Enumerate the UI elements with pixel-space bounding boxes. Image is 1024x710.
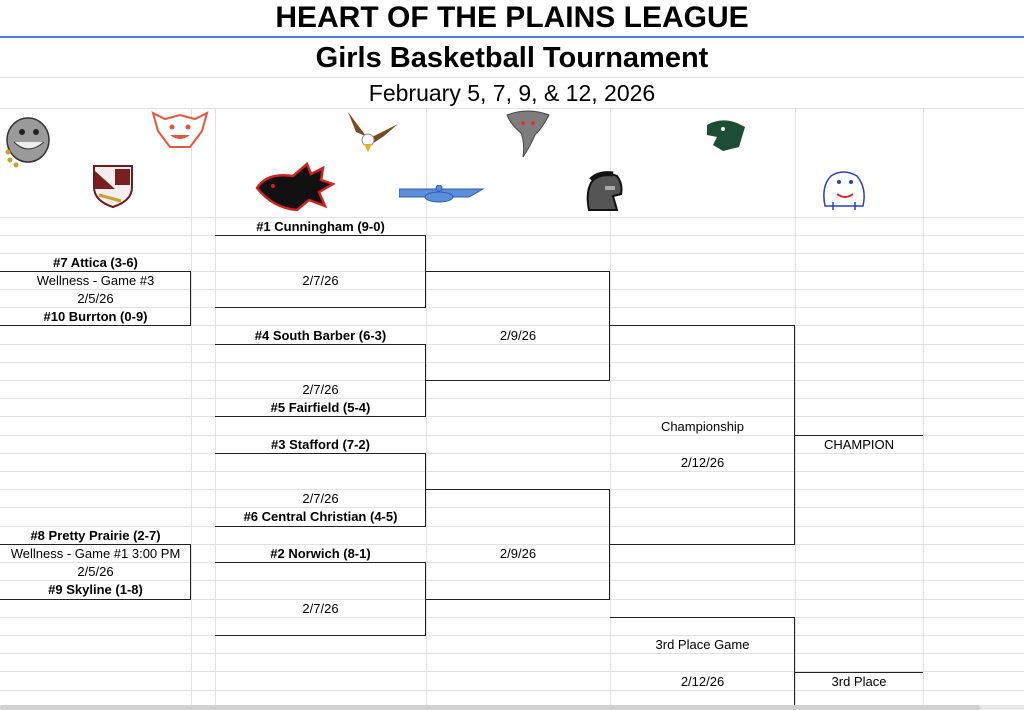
bulldog-gray-icon <box>5 117 50 168</box>
selection-border <box>0 36 1024 38</box>
red-hawk-icon <box>255 162 335 212</box>
team-pretty-prairie: #8 Pretty Prairie (2-7) <box>30 528 161 543</box>
blue-bulldog-icon <box>823 171 865 210</box>
horizontal-scrollbar[interactable] <box>0 705 1024 710</box>
team-south-barber: #4 South Barber (6-3) <box>254 328 387 343</box>
game-date: 2/7/26 <box>302 601 339 616</box>
team-burrton: #10 Burrton (0-9) <box>43 309 148 324</box>
wildcat-orange-icon <box>151 111 209 148</box>
team-skyline: #9 Skyline (1-8) <box>48 582 143 597</box>
third-place-game-label: 3rd Place Game <box>655 637 750 652</box>
tournament-title: Girls Basketball Tournament <box>315 42 709 74</box>
league-title: HEART OF THE PLAINS LEAGUE <box>275 1 749 34</box>
blue-wings-icon <box>399 185 485 203</box>
game-date: 2/7/26 <box>302 491 339 506</box>
game-site: Wellness - Game #1 3:00 PM <box>10 546 181 561</box>
game-date: 2/5/26 <box>77 291 114 306</box>
tournament-dates: February 5, 7, 9, & 12, 2026 <box>368 80 656 106</box>
game-date: 2/7/26 <box>302 273 339 288</box>
championship-date: 2/12/26 <box>680 455 725 470</box>
green-panther-icon <box>707 120 745 151</box>
team-fairfield: #5 Fairfield (5-4) <box>270 400 371 415</box>
chargers-shield-icon <box>93 165 133 209</box>
team-norwich: #2 Norwich (8-1) <box>270 546 371 561</box>
championship-label: Championship <box>660 419 745 434</box>
team-cunningham: #1 Cunningham (9-0) <box>256 219 385 234</box>
third-place-label: 3rd Place <box>831 674 887 689</box>
tornado-icon <box>506 110 550 158</box>
champion-label: CHAMPION <box>823 437 895 452</box>
game-date: 2/7/26 <box>302 382 339 397</box>
scrollbar-thumb[interactable] <box>0 705 980 710</box>
eagle-icon <box>348 112 398 152</box>
game-site: Wellness - Game #3 <box>36 273 155 288</box>
team-stafford: #3 Stafford (7-2) <box>271 437 370 452</box>
team-attica: #7 Attica (3-6) <box>53 255 138 270</box>
semifinal-1-date: 2/9/26 <box>499 328 537 343</box>
game-date: 2/5/26 <box>77 564 114 579</box>
third-place-game-date: 2/12/26 <box>680 674 725 689</box>
team-central-christian: #6 Central Christian (4-5) <box>243 509 398 524</box>
semifinal-2-date: 2/9/26 <box>499 546 537 561</box>
spartan-helmet-icon <box>586 171 623 211</box>
